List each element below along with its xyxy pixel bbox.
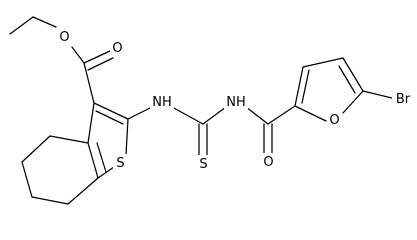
atom-o-ester-double: O [110, 39, 125, 56]
bond-c7-c7a [67, 177, 99, 205]
atom-label-o-amide: O [263, 155, 273, 170]
atom-label-nh-right: NH [226, 95, 246, 110]
bond-cs-nh-right [202, 106, 227, 125]
bond-c6-c7 [31, 196, 69, 205]
atom-s-thiocarbonyl: S [196, 155, 211, 172]
bond-carbonyl-c3 [83, 62, 95, 104]
bond-nh-right-amide-c [245, 106, 269, 125]
bond-ethyl-ch2-o [32, 16, 57, 28]
atom-label-s-thiophene: S [116, 156, 124, 171]
bond-furan-c2-c3-double [301, 69, 310, 104]
atom-label-br: Br [396, 92, 411, 107]
bond-amide-c-furan-c2 [267, 105, 296, 125]
bonds [9, 16, 393, 205]
atom-labels: O O S NH S NH O O [57, 28, 414, 172]
chemical-structure-diagram: O O S NH S NH O O [9, 16, 414, 205]
bond-c7a-c3a-double [96, 142, 107, 173]
bond-c4-c5 [21, 135, 51, 163]
atom-label-o-ester-double: O [112, 41, 122, 56]
atom-br: Br [392, 90, 414, 107]
bond-furan-c4-c5-double [338, 65, 356, 94]
atom-o-furan: O [327, 111, 342, 128]
bond-c3-c2 [93, 102, 129, 120]
atom-o-ester-single: O [57, 28, 72, 45]
bond-ester-c-double-o [83, 50, 111, 64]
atom-nh-right: NH [224, 93, 248, 110]
atom-label-o-furan: O [329, 113, 339, 128]
atom-label-s-thiocarbonyl: S [199, 157, 207, 172]
bond-ethyl-ch3-ch2 [9, 16, 34, 35]
bond-c3a-c4 [49, 135, 89, 144]
bond-nh-left-cs [171, 106, 204, 125]
bond-furan-c5-o [342, 90, 364, 114]
bond-furan-c4-c5 [342, 57, 364, 92]
atom-s-thiophene: S [113, 154, 128, 171]
bond-furan-c5-br [362, 90, 393, 99]
atom-label-o-ester-single: O [59, 30, 69, 45]
bond-c2-nh-left [127, 106, 153, 120]
bond-c2-s [125, 118, 129, 156]
atom-nh-left: NH [150, 93, 174, 110]
atom-o-amide: O [261, 153, 276, 170]
bond-furan-c3-c4 [302, 57, 344, 68]
bond-c3a-c3 [87, 102, 95, 144]
bond-ester-c-double-o-2 [87, 57, 114, 71]
structure-canvas: O O S NH S NH O O [9, 16, 414, 205]
bond-furan-c2-c3 [294, 66, 304, 107]
bond-furan-o-c2 [294, 105, 327, 122]
bond-c7a-c3a [87, 142, 99, 179]
bond-c3-c2-double [95, 110, 124, 125]
atom-label-nh-left: NH [152, 95, 172, 110]
bond-o-carbonyl [71, 46, 85, 64]
bond-c5-c6 [21, 161, 33, 198]
